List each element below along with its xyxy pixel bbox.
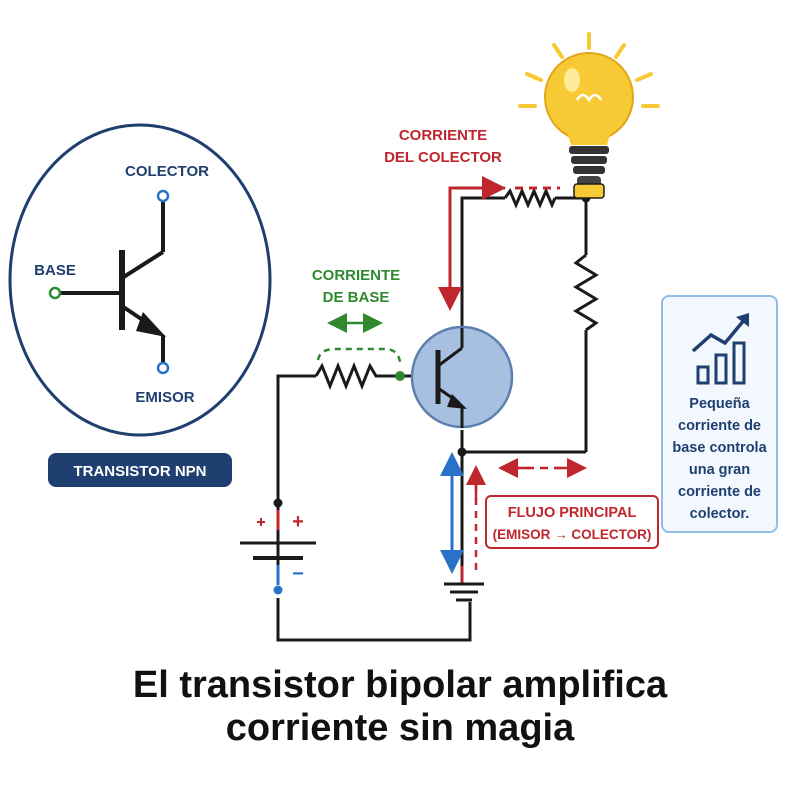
collector-label: COLECTOR: [125, 163, 209, 180]
light-bulb-icon: [518, 32, 660, 199]
npn-symbol-panel: COLECTOR BASE EMISOR TRANSISTOR NPN: [8, 123, 272, 487]
transistor-npn-badge: TRANSISTOR NPN: [48, 453, 232, 487]
battery-icon: [240, 498, 316, 595]
main-flow-label-line1: FLUJO PRINCIPAL: [508, 505, 637, 521]
info-text-line: una gran: [688, 462, 751, 478]
collector-current-label-line2: DEL COLECTOR: [384, 149, 502, 166]
main-flow-label-box: FLUJO PRINCIPAL (EMISOR → COLECTOR): [485, 495, 659, 549]
emitter-label: EMISOR: [135, 389, 194, 406]
headline-line-2: corriente sin magia: [225, 707, 575, 749]
base-label: BASE: [34, 262, 76, 279]
main-flow-label-line2: (EMISOR → COLECTOR): [493, 527, 652, 542]
load-resistor-icon: [573, 253, 599, 332]
info-text: Pequeña corriente de base controla una g…: [667, 393, 772, 525]
info-text-line: colector.: [689, 506, 750, 522]
growth-chart-icon: [691, 313, 749, 385]
info-text-line: base controla: [672, 440, 767, 456]
npn-outline-ellipse: [8, 123, 272, 437]
base-current-label-line2: DE BASE: [323, 289, 390, 306]
badge-label: TRANSISTOR NPN: [73, 463, 206, 480]
info-text-line: corriente de: [678, 484, 761, 500]
circuit-wires: [276, 196, 588, 642]
headline: El transistor bipolar amplifica corrient…: [0, 664, 800, 750]
base-current-dashed-flow: [316, 347, 402, 363]
info-text-line: corriente de: [678, 418, 761, 434]
info-text-line: Pequeña: [689, 396, 750, 412]
battery-minus-label: −: [292, 563, 304, 585]
base-junction-dot: [395, 371, 405, 381]
battery-plus-label: +: [292, 511, 304, 533]
collector-current-arrows: [438, 176, 560, 311]
junction-dot: [457, 447, 467, 457]
info-box: Pequeña corriente de base controla una g…: [661, 295, 778, 533]
base-resistor-icon: [314, 361, 380, 391]
ground-icon: [444, 566, 484, 602]
npn-symbol-icon: [48, 189, 170, 375]
base-current-label-line1: CORRIENTE: [312, 267, 400, 284]
circuit-transistor-icon: [410, 325, 514, 429]
collector-current-label-line1: CORRIENTE: [399, 127, 487, 144]
headline-line-1: El transistor bipolar amplifica: [132, 664, 668, 706]
collector-resistor-icon: [503, 187, 557, 209]
